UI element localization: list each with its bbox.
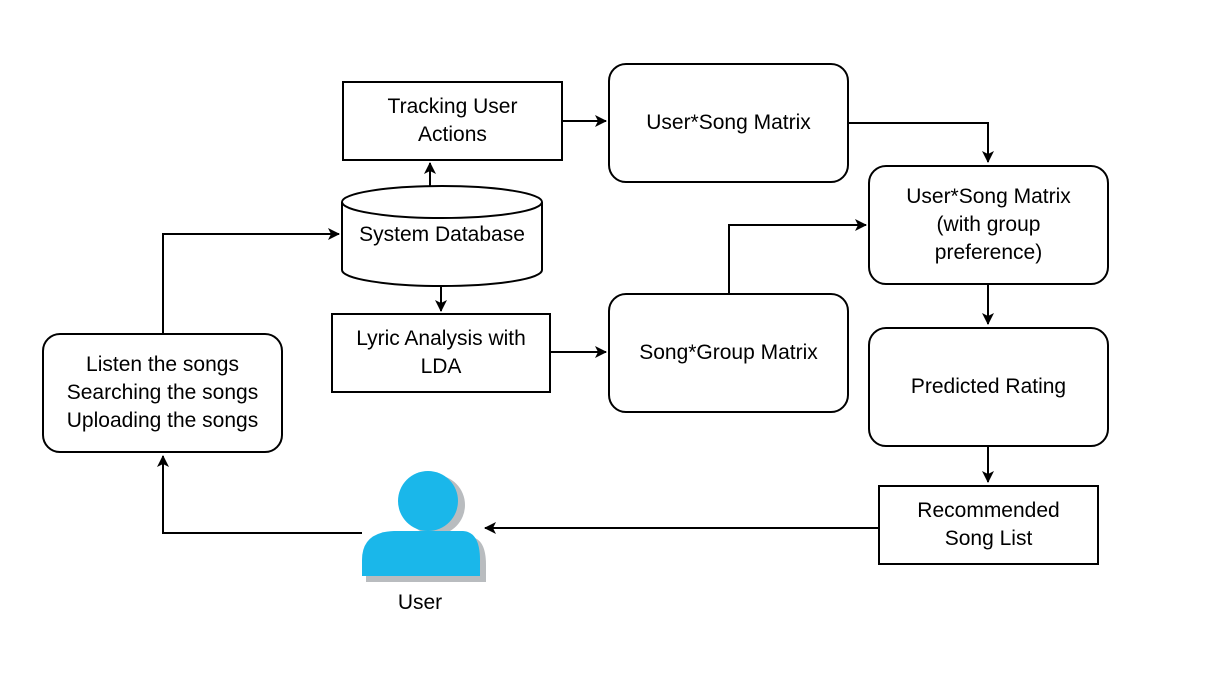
- recommended-song-list-box: Recommended Song List: [878, 485, 1099, 565]
- edge-user-to-activities: [157, 455, 362, 534]
- system-database-label: System Database: [359, 223, 525, 246]
- lyric-analysis-box: Lyric Analysis with LDA: [331, 313, 551, 393]
- user-song-matrix-box: User*Song Matrix: [608, 63, 849, 183]
- edge-usersong-to-usersong-group: [849, 122, 994, 163]
- predicted-rating-box: Predicted Rating: [868, 327, 1109, 447]
- user-activities-box: Listen the songs Searching the songs Upl…: [42, 333, 283, 453]
- song-group-matrix-box: Song*Group Matrix: [608, 293, 849, 413]
- user-song-matrix-group-box: User*Song Matrix (with group preference): [868, 165, 1109, 285]
- user-label: User: [397, 591, 443, 614]
- edge-songgroup-to-usersong-group: [728, 219, 867, 293]
- edge-activities-to-database: [162, 228, 340, 333]
- tracking-user-actions-box: Tracking User Actions: [342, 81, 563, 161]
